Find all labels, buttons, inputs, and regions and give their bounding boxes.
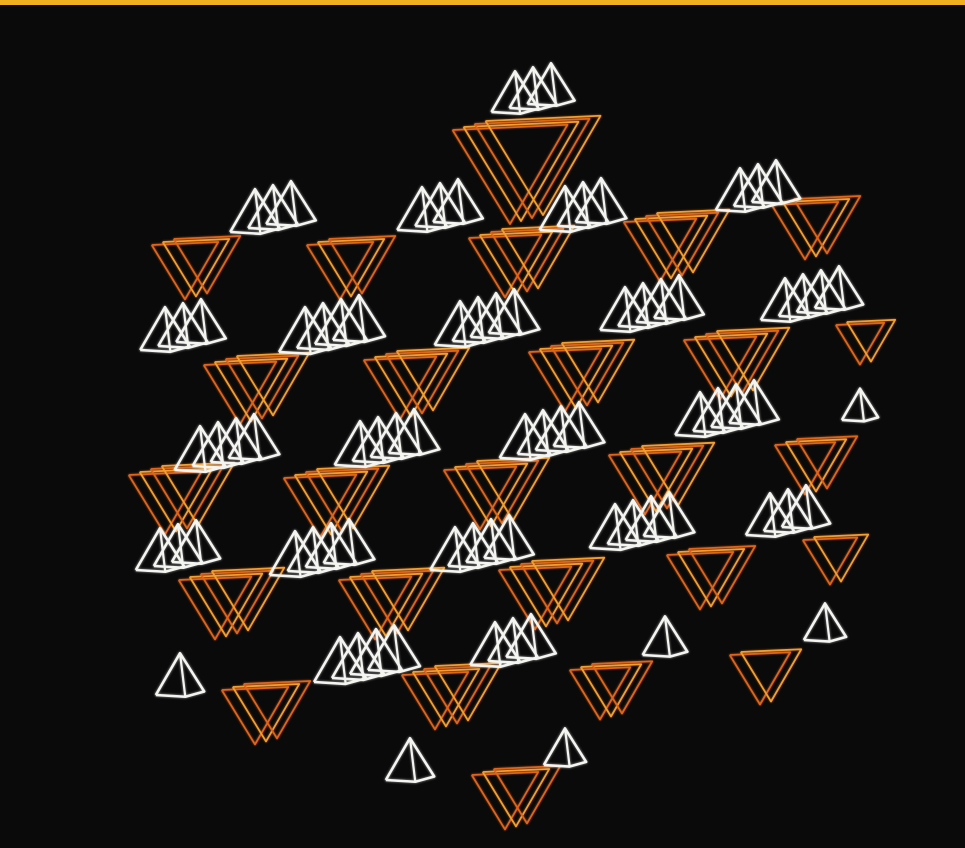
orange-triangle-icon <box>814 535 868 582</box>
orange-triangle-icon <box>163 239 230 296</box>
orange-triangle-icon <box>494 766 561 823</box>
orange-triangle-icon <box>480 232 553 295</box>
orange-triangle-icon <box>455 464 528 527</box>
orange-triangle-icon <box>375 354 448 417</box>
orange-triangle-icon <box>695 334 768 397</box>
orange-triangle-icon <box>581 664 642 716</box>
orange-triangle-icon <box>803 538 857 585</box>
orange-triangle-icon <box>233 684 300 741</box>
orange-triangle-icon <box>129 472 202 535</box>
white-tetrahedron-layer <box>136 63 878 782</box>
orange-triangle-icon <box>284 475 357 538</box>
orange-triangle-layer <box>129 116 896 830</box>
orange-triangle-icon <box>510 564 583 627</box>
orange-triangle-icon <box>174 236 241 293</box>
orange-triangle-icon <box>364 357 437 420</box>
orange-triangle-icon <box>730 652 791 704</box>
orange-triangle-icon <box>635 216 708 279</box>
orange-triangle-icon <box>624 219 697 282</box>
orange-triangle-icon <box>783 199 850 256</box>
orange-triangle-icon <box>424 666 491 723</box>
orange-triangle-icon <box>318 239 385 296</box>
orange-triangle-icon <box>469 235 542 298</box>
orange-triangle-icon <box>794 196 861 253</box>
orange-triangle-icon <box>689 546 756 603</box>
orange-triangle-icon <box>483 769 550 826</box>
orange-triangle-icon <box>540 346 613 409</box>
orange-triangle-icon <box>215 359 288 422</box>
orange-triangle-icon <box>190 574 263 637</box>
orange-triangle-icon <box>140 469 213 532</box>
orange-triangle-icon <box>529 349 602 412</box>
orange-triangle-icon <box>244 681 311 738</box>
orange-triangle-icon <box>350 574 423 637</box>
orange-triangle-icon <box>179 577 252 640</box>
orange-triangle-icon <box>204 362 277 425</box>
orange-triangle-icon <box>786 439 847 491</box>
orange-triangle-icon <box>678 549 745 606</box>
orange-triangle-icon <box>329 236 396 293</box>
orange-triangle-icon <box>741 649 802 701</box>
